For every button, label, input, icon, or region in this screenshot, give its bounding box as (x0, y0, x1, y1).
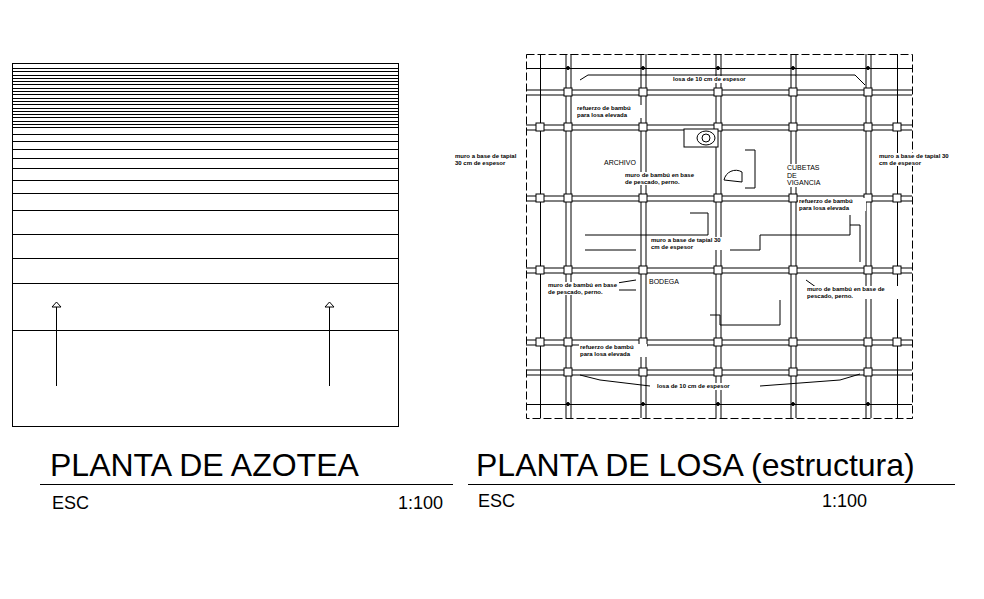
slab-note: losa de 10 cm de espesor (672, 76, 747, 83)
slab-plan (526, 54, 913, 419)
reinforcement-note: refuerzo de bambú para losa elevada (579, 344, 647, 357)
wall-note: muro a base de tapial 30 cm de espesor (878, 153, 950, 166)
slab-note: losa de 10 cm de espesor (656, 383, 731, 390)
reinforcement-note: refuerzo de bambú para losa elevada (798, 198, 866, 211)
wall-note: muro a base de tapial 30 cm de espesor (650, 237, 724, 250)
wall-note: muro de bambú en base de pescado, perno. (624, 172, 696, 185)
room-name: BODEGA (648, 278, 680, 286)
title-underline (468, 484, 955, 485)
scale-label: ESC (52, 494, 89, 514)
scale-value: 1:100 (398, 494, 443, 514)
scale-value: 1:100 (822, 492, 867, 512)
wall-note: muro a base de tapial 30 cm de espesor (454, 153, 524, 166)
sheet-title: PLANTA DE LOSA (estructura) (476, 448, 915, 483)
wall-note: muro de bambú en base de pescado, perno. (547, 282, 619, 295)
room-name: ARCHIVO (603, 159, 637, 167)
sheet-title: PLANTA DE AZOTEA (50, 448, 359, 483)
roof-plan (12, 64, 399, 427)
scale-label: ESC (478, 492, 515, 512)
reinforcement-note: refuerzo de bambú para losa elevada (576, 105, 644, 118)
title-underline (40, 484, 453, 485)
room-name: CUBETAS DE VIGANCIA (786, 164, 832, 187)
wall-note: muro de bambú en base de pescado, perno. (806, 286, 900, 299)
